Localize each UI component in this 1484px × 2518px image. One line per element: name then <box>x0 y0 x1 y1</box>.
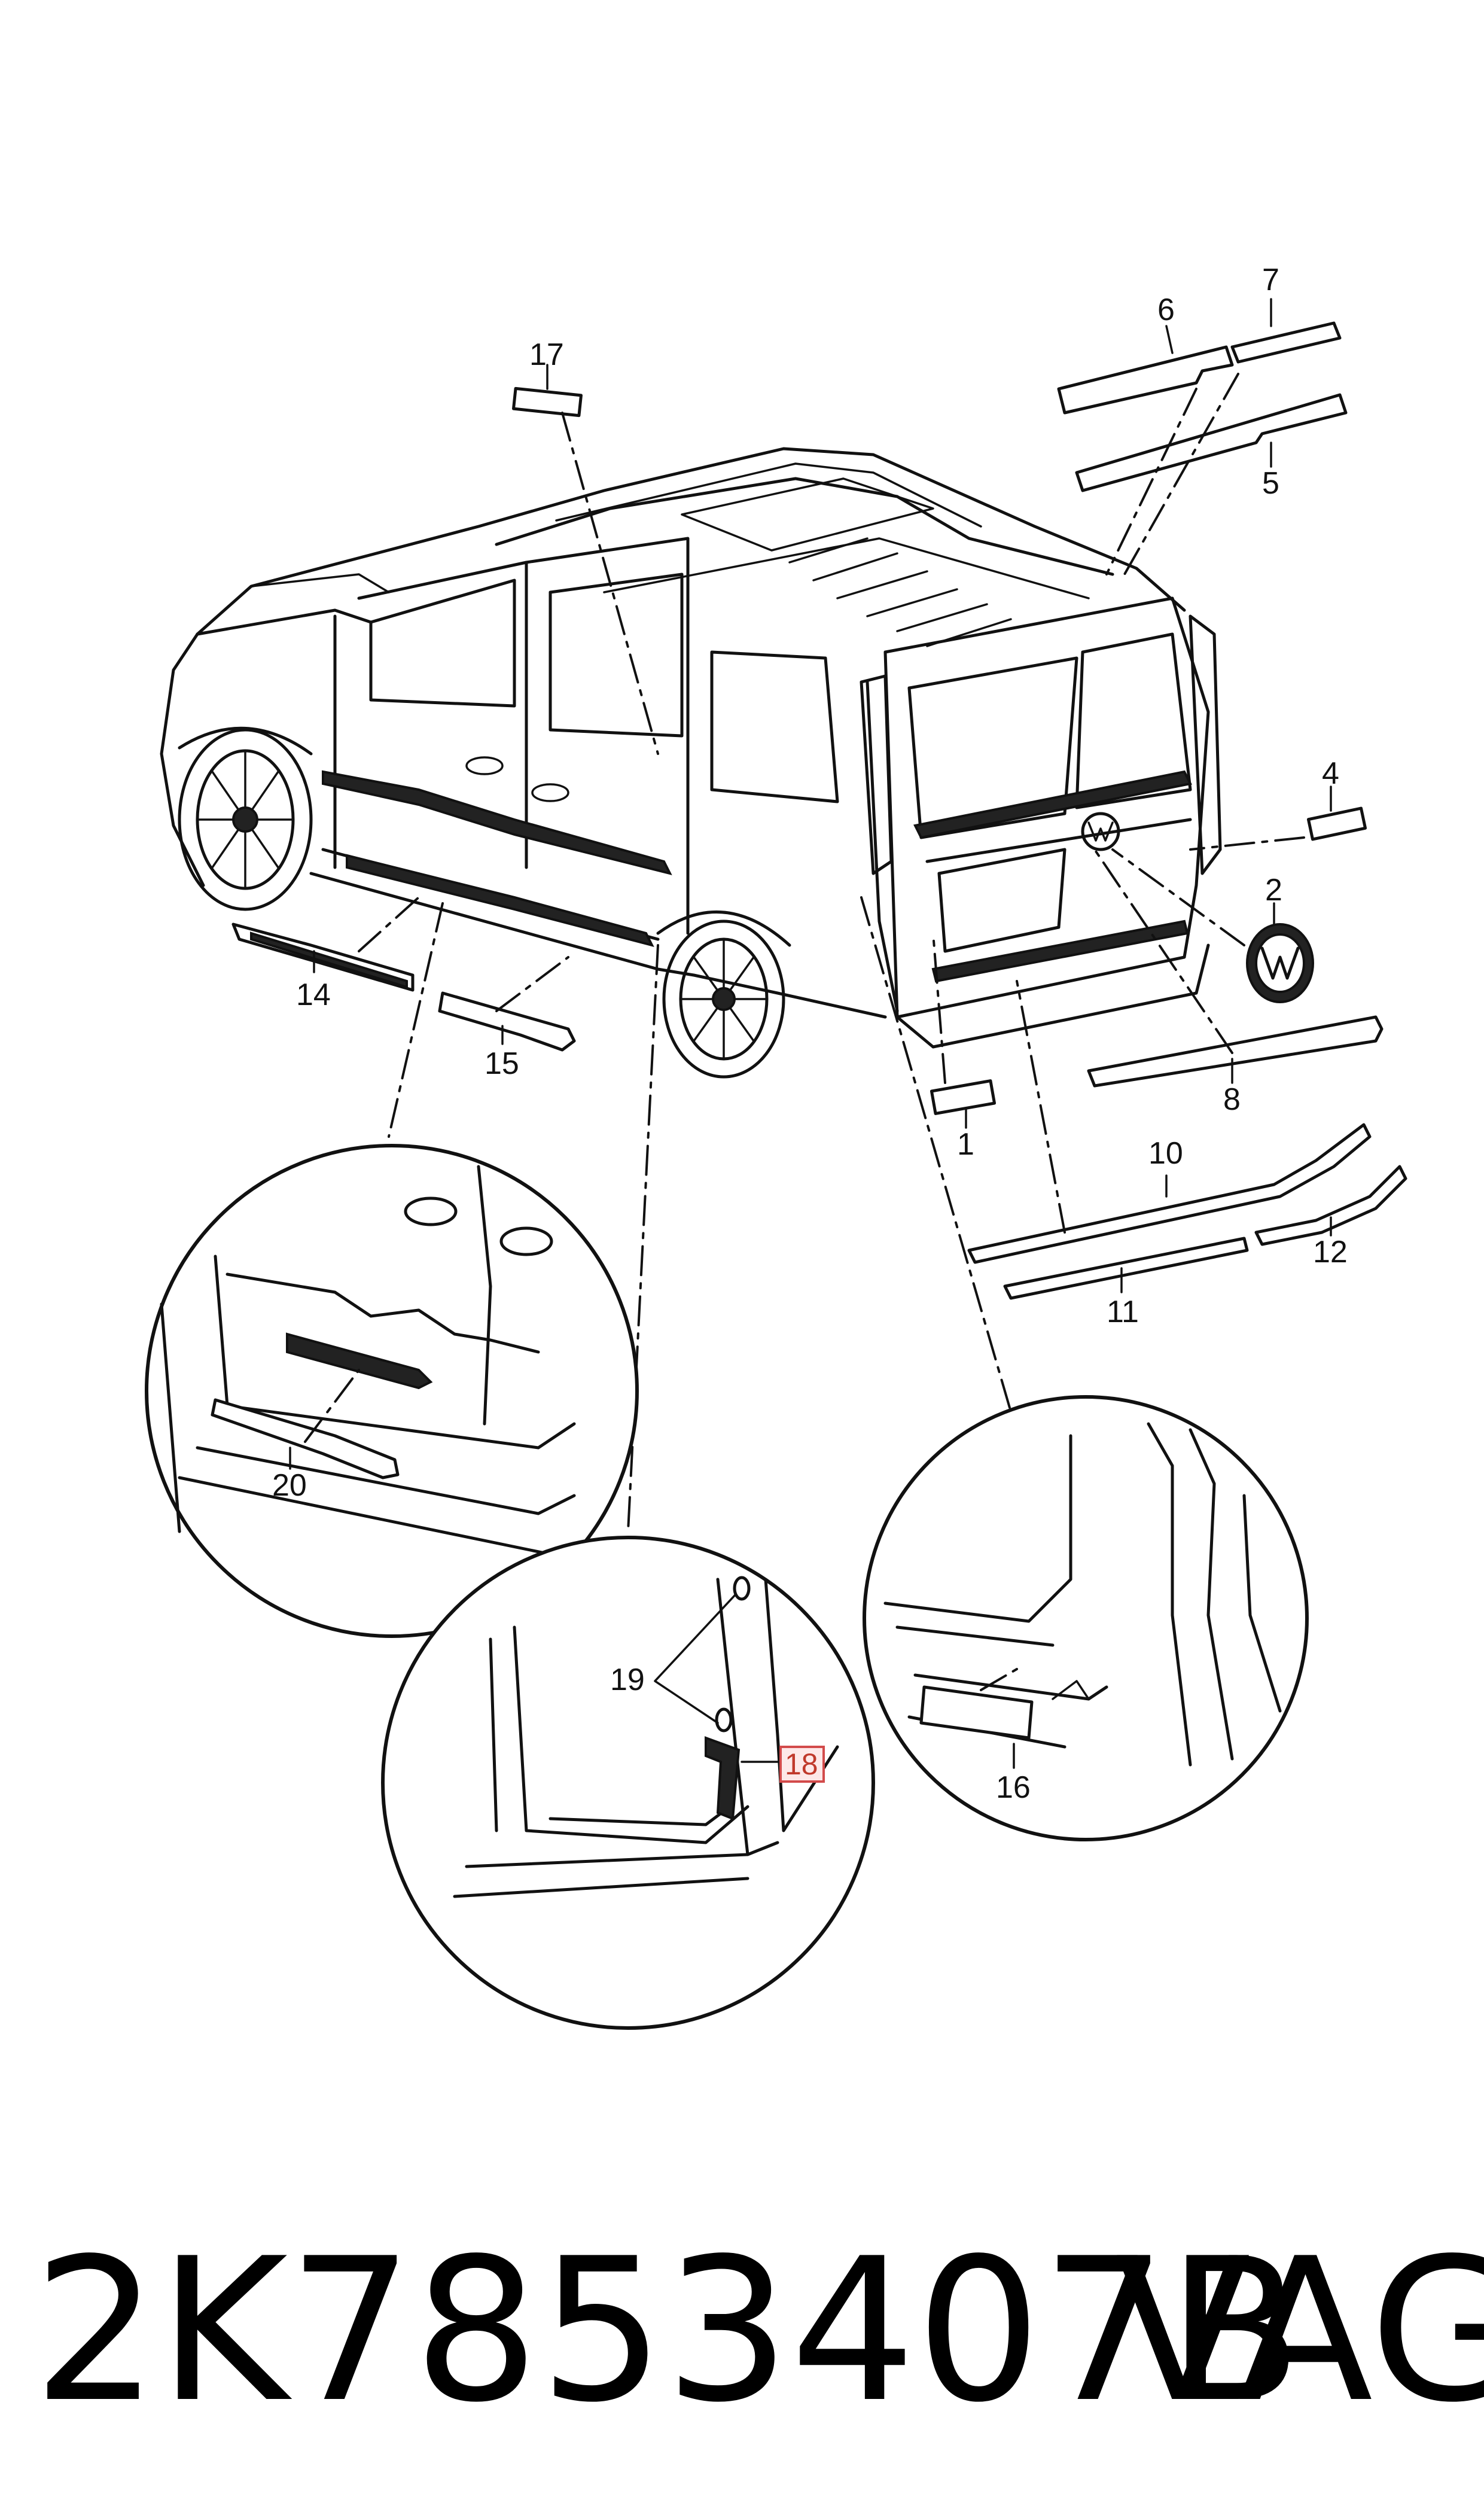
detached-parts <box>231 321 1407 1300</box>
part-8 <box>1087 1015 1384 1088</box>
callout-12: 12 <box>1313 1235 1348 1269</box>
callout-17: 17 <box>529 337 564 372</box>
detail-circle-rear-quarter: 16 <box>863 1395 1309 1841</box>
part-16 <box>919 1685 1034 1740</box>
callout-6: 6 <box>1157 293 1175 327</box>
part-7 <box>1230 321 1342 364</box>
part-4 <box>1306 806 1367 841</box>
part-11 <box>1003 1237 1249 1300</box>
callout-18-highlight <box>779 1746 825 1783</box>
part-12 <box>1254 1165 1407 1246</box>
callout-18: 18 <box>785 1747 818 1781</box>
part-6 <box>1057 345 1234 415</box>
vehicle-outline <box>160 447 1222 1079</box>
callout-7: 7 <box>1262 263 1279 297</box>
callout-14: 14 <box>296 978 331 1012</box>
callout-2: 2 <box>1265 873 1282 908</box>
part-18 <box>705 1736 741 1820</box>
detail-circle-sill-trim: 20 <box>145 1144 639 1638</box>
detail-circle-door-jamb: 19 18 <box>381 1536 875 2030</box>
part-17 <box>512 386 583 418</box>
callout-8: 8 <box>1223 1082 1241 1117</box>
callout-10: 10 <box>1148 1136 1183 1171</box>
callout-4: 4 <box>1322 756 1339 791</box>
brand-label: VAG <box>1116 2216 1484 2446</box>
callout-15: 15 <box>484 1046 519 1081</box>
part-number-label: 2K7853407B <box>33 2216 1302 2446</box>
part-5 <box>1075 393 1348 492</box>
callout-16: 16 <box>996 1770 1031 1805</box>
callout-19: 19 <box>610 1663 645 1697</box>
part-20 <box>211 1398 400 1479</box>
callout-1: 1 <box>957 1127 974 1162</box>
part-1 <box>930 1079 997 1115</box>
callout-5: 5 <box>1262 466 1279 501</box>
part-2-vw-emblem <box>1246 923 1314 1003</box>
part-15 <box>438 991 576 1052</box>
part-10 <box>967 1123 1372 1264</box>
callout-labels: 17 6 7 5 4 2 8 1 14 15 10 11 12 <box>296 263 1348 1329</box>
callout-11: 11 <box>1107 1295 1139 1329</box>
callout-20: 20 <box>272 1468 307 1503</box>
